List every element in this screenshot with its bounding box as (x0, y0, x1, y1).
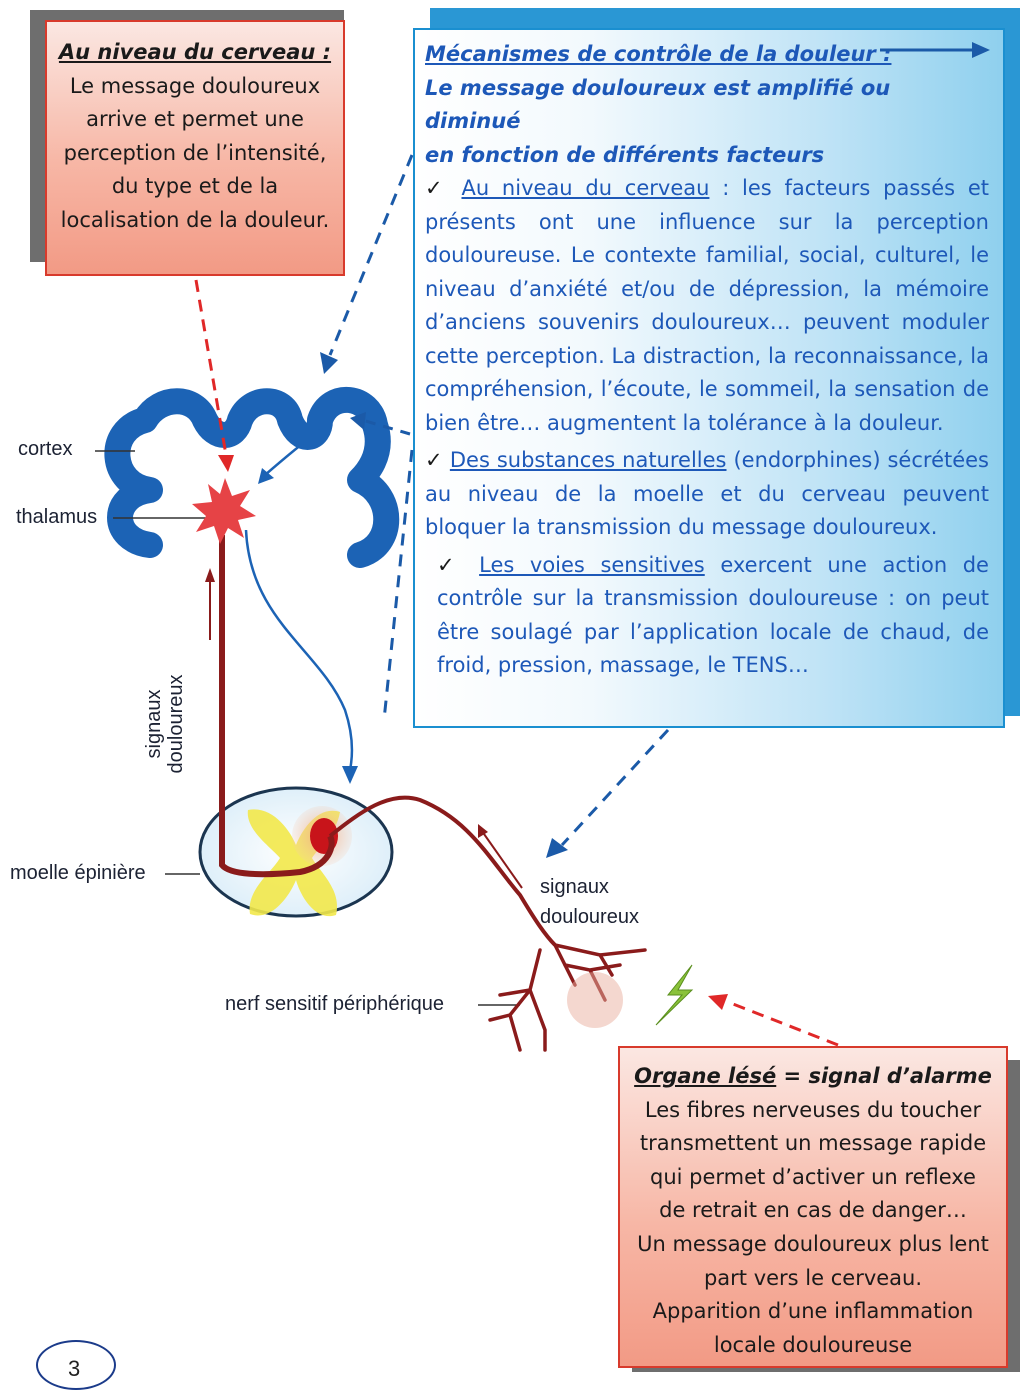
lesion-glow (567, 972, 623, 1028)
descending-pathway (246, 530, 352, 770)
mechanisms-arrow-cortex (330, 155, 412, 355)
peripheral-nerve-label: nerf sensitif périphérique (225, 993, 444, 1016)
arrowhead (320, 352, 338, 374)
signals-label-line1: signaux (540, 876, 609, 899)
nerve-arrow (484, 834, 522, 888)
signals-vertical-label: signaux douloureux (143, 659, 187, 789)
organ-box-arrow (728, 1002, 838, 1045)
spinal-cord-label: moelle épinière (10, 862, 146, 885)
mechanisms-arrow-nerve (562, 730, 668, 845)
cortex-label: cortex (18, 438, 72, 461)
signals-label-line2: douloureux (540, 906, 639, 929)
page-number-badge: 3 (36, 1340, 116, 1390)
arrowhead (342, 766, 358, 784)
arrowhead (205, 568, 215, 582)
thalamus-label: thalamus (16, 506, 97, 529)
page-number: 3 (68, 1356, 80, 1382)
lightning-icon (656, 965, 692, 1025)
arrowhead (972, 42, 990, 58)
cortex-shape (117, 400, 386, 555)
arrowhead (708, 994, 728, 1010)
arrowhead (218, 455, 234, 472)
